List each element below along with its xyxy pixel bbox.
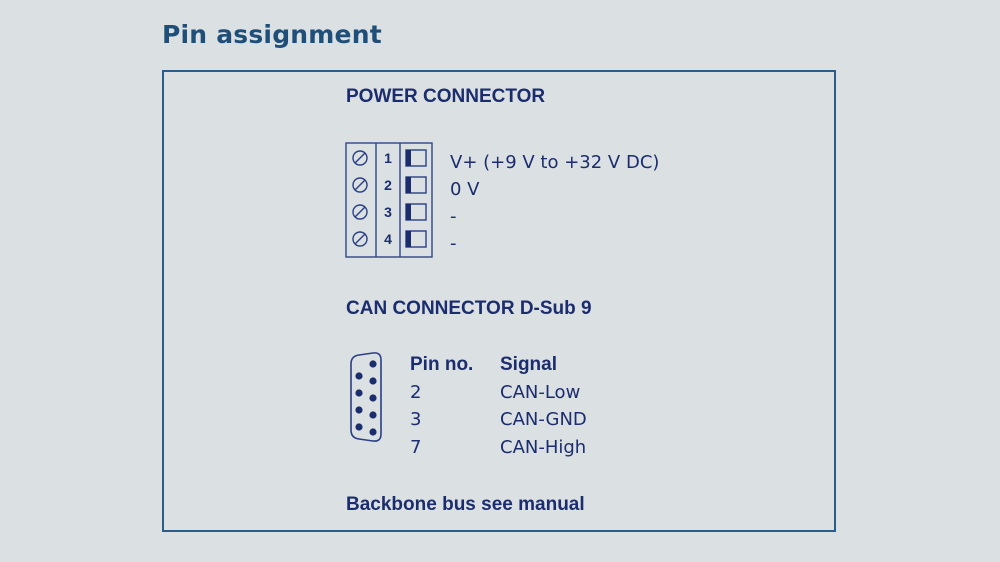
backbone-bus-note: Backbone bus see manual (346, 494, 585, 515)
dsub-pin (369, 394, 377, 402)
wire-socket-icon (405, 203, 427, 221)
terminal-pin-number: 4 (384, 231, 392, 247)
pin-number: 2 (410, 381, 422, 403)
dsub-pin (355, 423, 363, 431)
table-row: 7 CAN-High (410, 434, 587, 462)
pin-assignment-frame (162, 70, 836, 532)
screw-icon (352, 231, 368, 247)
table-row: 2 CAN-Low (410, 379, 587, 407)
wire-socket-icon (405, 230, 427, 248)
signal-name: CAN-GND (500, 409, 587, 431)
dsub9-connector-icon (350, 352, 382, 442)
screw-icon (352, 204, 368, 220)
dsub-pin (369, 411, 377, 419)
terminal-block-outline (345, 142, 433, 258)
wire-socket-icon (405, 149, 427, 167)
terminal-4-label: - (450, 233, 457, 254)
header-pin-no: Pin no. (410, 353, 474, 375)
screw-icon (352, 150, 368, 166)
dsub-pin (355, 389, 363, 397)
page-title: Pin assignment (162, 20, 382, 49)
screw-icon (352, 177, 368, 193)
dsub-shell (350, 352, 382, 442)
pin-number: 7 (410, 436, 422, 458)
terminal-block-diagram: 1 2 3 4 (345, 142, 433, 258)
terminal-pin-number: 1 (384, 150, 392, 166)
can-pin-table: Pin no. Signal 2 CAN-Low 3 CAN-GND 7 CAN… (410, 351, 587, 461)
terminal-pin-number: 3 (384, 204, 392, 220)
power-connector-heading: POWER CONNECTOR (346, 86, 546, 107)
dsub-pin (369, 377, 377, 385)
dsub-pin (369, 428, 377, 436)
table-header-row: Pin no. Signal (410, 351, 587, 379)
signal-name: CAN-High (500, 436, 587, 458)
terminal-3-label: - (450, 206, 457, 227)
terminal-2-label: 0 V (450, 179, 480, 200)
table-row: 3 CAN-GND (410, 406, 587, 434)
wire-socket-icon (405, 176, 427, 194)
dsub-pin (355, 406, 363, 414)
dsub-pin (369, 360, 377, 368)
dsub-pin (355, 372, 363, 380)
pin-number: 3 (410, 409, 422, 431)
terminal-pin-number: 2 (384, 177, 392, 193)
header-signal: Signal (500, 353, 558, 375)
signal-name: CAN-Low (500, 381, 581, 403)
can-connector-heading: CAN CONNECTOR D-Sub 9 (346, 298, 592, 319)
terminal-1-label: V+ (+9 V to +32 V DC) (450, 152, 660, 173)
